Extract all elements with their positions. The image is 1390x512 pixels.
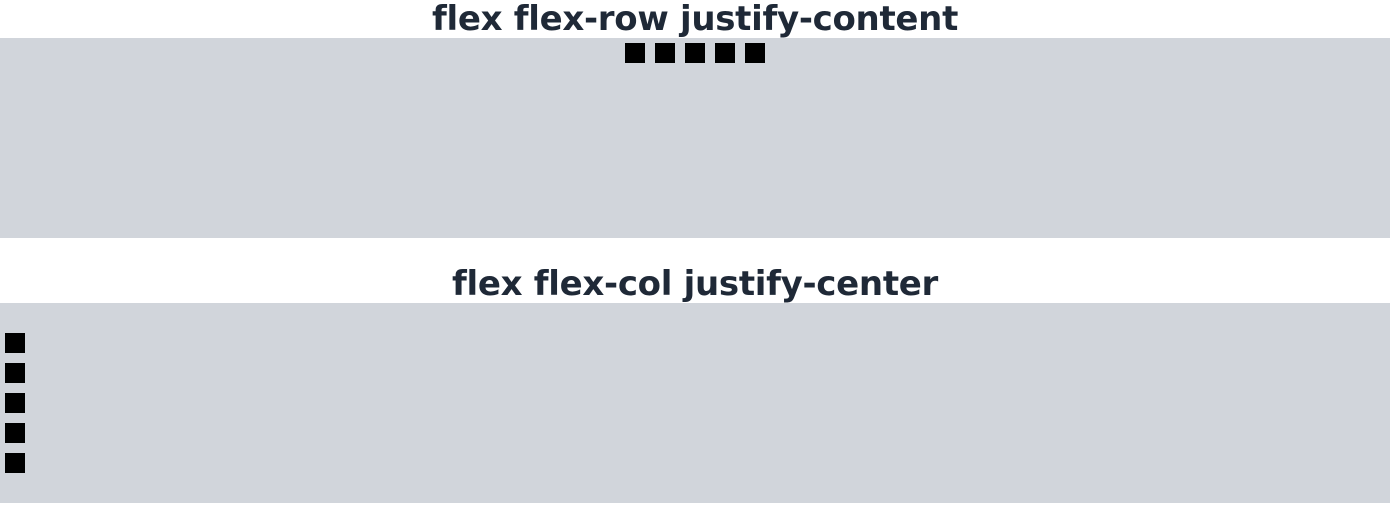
col-square-item	[5, 363, 25, 383]
section-title-flex-row: flex flex-row justify-content	[431, 0, 959, 39]
section-spacer	[0, 238, 1390, 265]
flex-col-demo-box	[0, 303, 1390, 503]
row-square-item	[625, 43, 645, 63]
col-square-item	[5, 393, 25, 413]
section-title-flex-col: flex flex-col justify-center	[452, 264, 938, 304]
col-square-item	[5, 453, 25, 473]
col-square-item	[5, 333, 25, 353]
row-square-item	[655, 43, 675, 63]
col-square-item	[5, 423, 25, 443]
row-square-item	[715, 43, 735, 63]
flex-row-demo-box	[0, 38, 1390, 238]
row-square-item	[745, 43, 765, 63]
row-square-item	[685, 43, 705, 63]
